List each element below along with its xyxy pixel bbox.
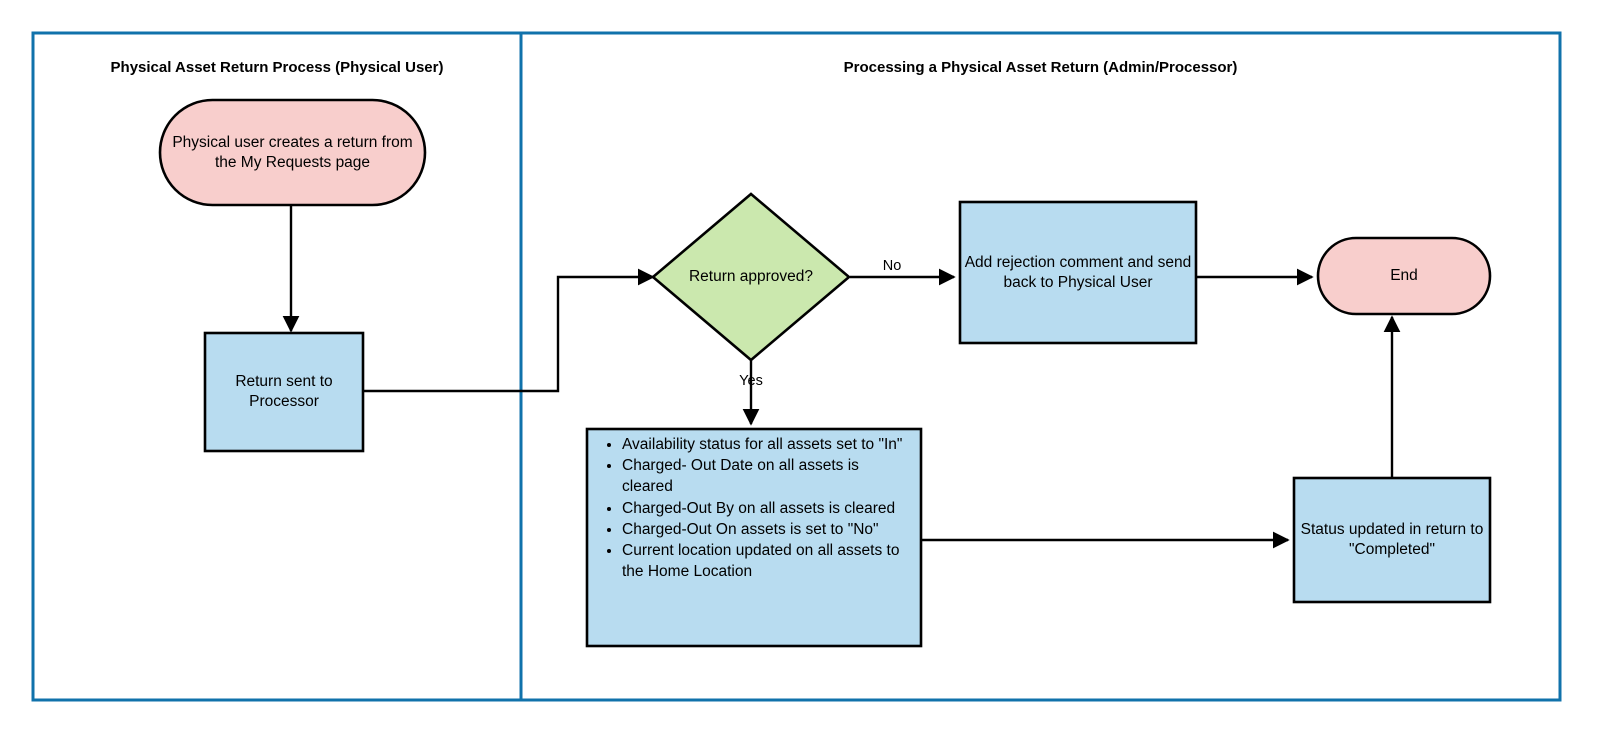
node-asset-updates-bullets: Availability status for all assets set t… xyxy=(600,434,912,583)
list-item: Availability status for all assets set t… xyxy=(622,434,912,455)
connector-return-sent-to-decision xyxy=(363,268,655,393)
node-return-sent-shape[interactable] xyxy=(203,331,365,453)
node-asset-updates-shape[interactable] xyxy=(585,427,923,648)
edge-label-yes: Yes xyxy=(739,373,763,389)
pool-title-left: Physical Asset Return Process (Physical … xyxy=(110,59,444,76)
list-item: Charged- Out Date on all assets is clear… xyxy=(622,455,912,497)
node-end-shape[interactable] xyxy=(1316,236,1492,316)
node-rejection-shape[interactable] xyxy=(958,200,1198,345)
list-item: Charged-Out By on all assets is cleared xyxy=(622,498,912,519)
list-item: Current location updated on all assets t… xyxy=(622,540,912,582)
asset-updates-bullet-list: Availability status for all assets set t… xyxy=(600,434,912,583)
pool-title-right: Processing a Physical Asset Return (Admi… xyxy=(843,59,1238,76)
list-item: Charged-Out On assets is set to "No" xyxy=(622,519,912,540)
node-status-updated-shape[interactable] xyxy=(1292,476,1492,604)
node-start-shape[interactable] xyxy=(158,98,427,207)
edge-label-no: No xyxy=(882,258,902,274)
node-decision-shape[interactable] xyxy=(650,192,852,362)
pool-container xyxy=(31,31,1562,702)
